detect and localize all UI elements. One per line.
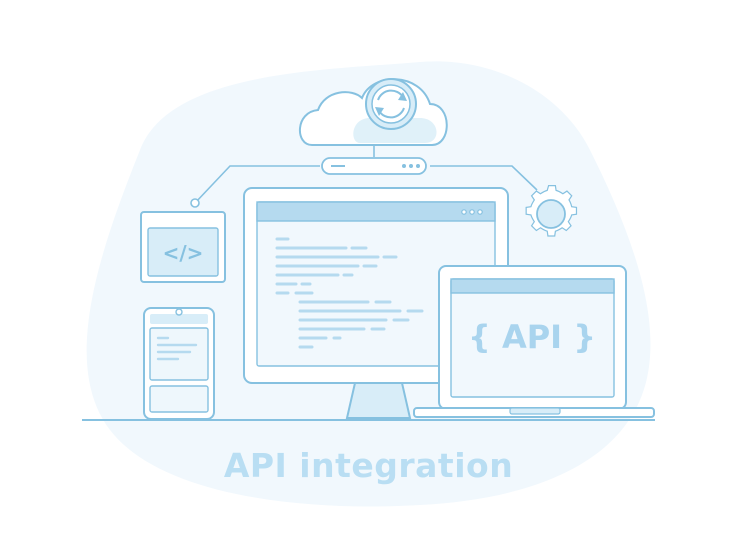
- code-lines: [275, 237, 424, 349]
- gear-icon: [525, 185, 578, 237]
- laptop-device: [413, 265, 655, 418]
- monitor-stand: [345, 382, 412, 419]
- sync-icon: [365, 78, 417, 130]
- api-label: { API }: [468, 318, 596, 356]
- caption-title: API integration: [223, 446, 514, 485]
- code-icon: </>: [163, 241, 204, 265]
- connector-lines: [190, 145, 538, 208]
- server-bar: [321, 157, 427, 175]
- phone-device: [143, 307, 215, 420]
- code-window: [140, 211, 226, 283]
